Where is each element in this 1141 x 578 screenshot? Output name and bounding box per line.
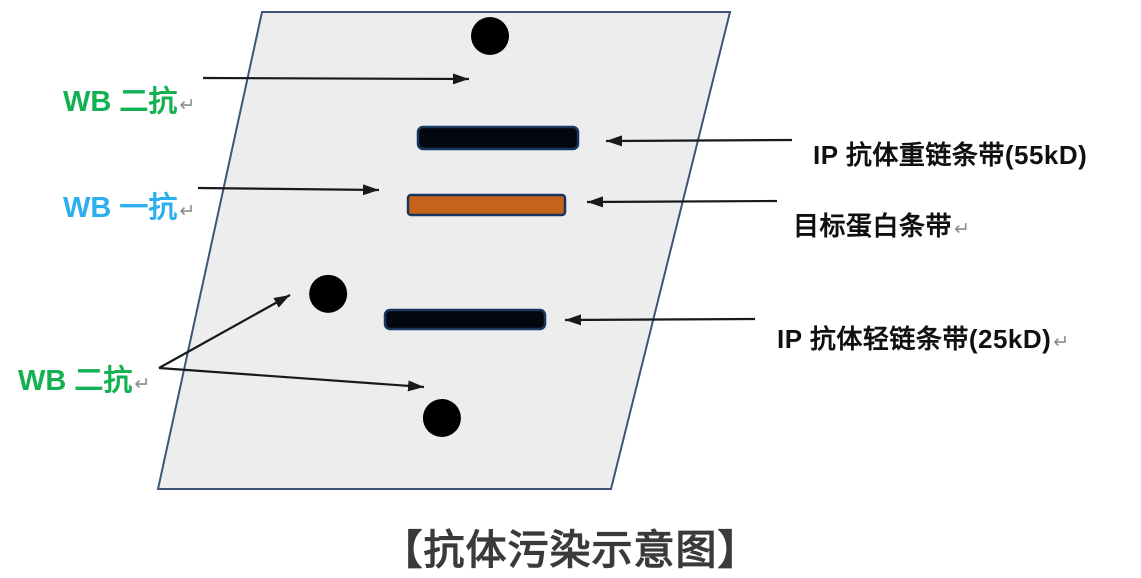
return-mark-icon: ↵: [179, 95, 196, 116]
return-mark-icon: ↵: [1053, 332, 1070, 353]
arrow-wb-secondary-top: [202, 73, 470, 85]
return-mark-icon: ↵: [134, 374, 151, 395]
label-target-protein: 目标蛋白条带↵: [793, 212, 970, 241]
figure-title: 【抗体污染示意图】: [381, 527, 760, 573]
arrow-wb-primary: [197, 184, 380, 196]
membrane-sheet: [156, 11, 732, 490]
label-text: IP 抗体轻链条带(25kD): [777, 324, 1052, 354]
ip-heavy-chain-band: [416, 125, 580, 151]
arrow-target-protein: [586, 196, 778, 208]
arrow-ip-light-chain: [564, 314, 756, 326]
target-protein-band: [406, 193, 567, 217]
return-mark-icon: ↵: [179, 201, 196, 222]
label-text: WB 二抗: [18, 365, 133, 397]
label-text: 目标蛋白条带: [793, 211, 953, 241]
label-text: IP 抗体重链条带(55kD): [813, 140, 1088, 170]
arrow-wb-secondary-to-middle: [158, 294, 291, 369]
return-mark-icon: ↵: [954, 219, 971, 240]
label-wb-primary: WB 一抗↵: [63, 192, 196, 225]
arrow-ip-heavy-chain: [605, 135, 793, 147]
label-ip-heavy-chain: IP 抗体重链条带(55kD): [813, 141, 1087, 170]
label-wb-secondary-top: WB 二抗↵: [63, 86, 196, 119]
label-wb-secondary-bottom: WB 二抗↵: [18, 365, 151, 398]
label-text: WB 一抗: [63, 192, 178, 224]
label-ip-light-chain: IP 抗体轻链条带(25kD)↵: [777, 325, 1070, 354]
label-text: WB 二抗: [63, 86, 178, 118]
arrow-wb-secondary-to-bottom: [158, 366, 425, 392]
ip-light-chain-band: [383, 308, 547, 331]
